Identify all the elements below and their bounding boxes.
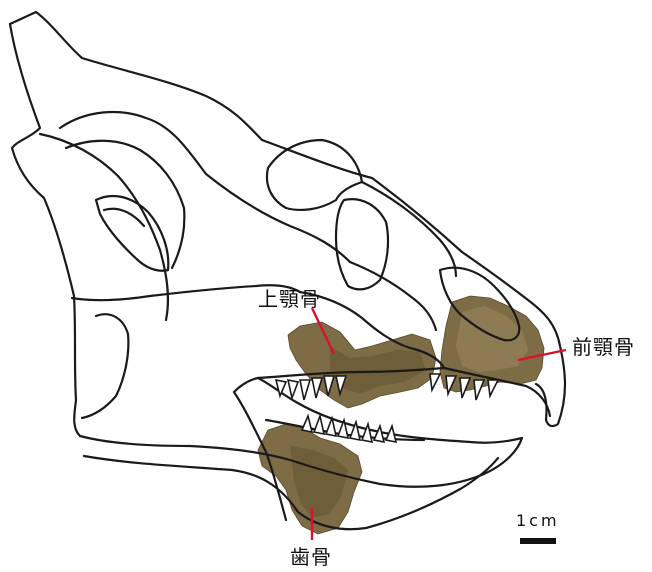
- quadratojugal: [82, 314, 128, 418]
- lower-tooth: [314, 416, 324, 434]
- lower-tooth: [362, 424, 372, 442]
- nasal-line: [362, 182, 456, 276]
- orbit-inner: [104, 209, 144, 226]
- upper-tooth: [430, 374, 440, 390]
- upper-tooth: [288, 380, 298, 398]
- frontal-arc: [60, 112, 350, 262]
- upper-tooth: [488, 380, 498, 396]
- upper-tooth: [474, 380, 484, 400]
- occipital-outline: [10, 24, 80, 436]
- upper-tooth: [300, 380, 310, 400]
- premaxilla-label: 前顎骨: [572, 331, 635, 360]
- dentary-label: 歯骨: [290, 541, 332, 570]
- orbit: [96, 196, 168, 271]
- maxilla-label: 上顎骨: [258, 283, 321, 312]
- lower-tooth: [374, 426, 384, 442]
- cheek-line: [40, 134, 168, 320]
- lower-tooth: [302, 416, 312, 432]
- fossil-fragments: [258, 296, 544, 534]
- scale-label: 1cm: [516, 511, 560, 530]
- scale-bar: [520, 538, 556, 544]
